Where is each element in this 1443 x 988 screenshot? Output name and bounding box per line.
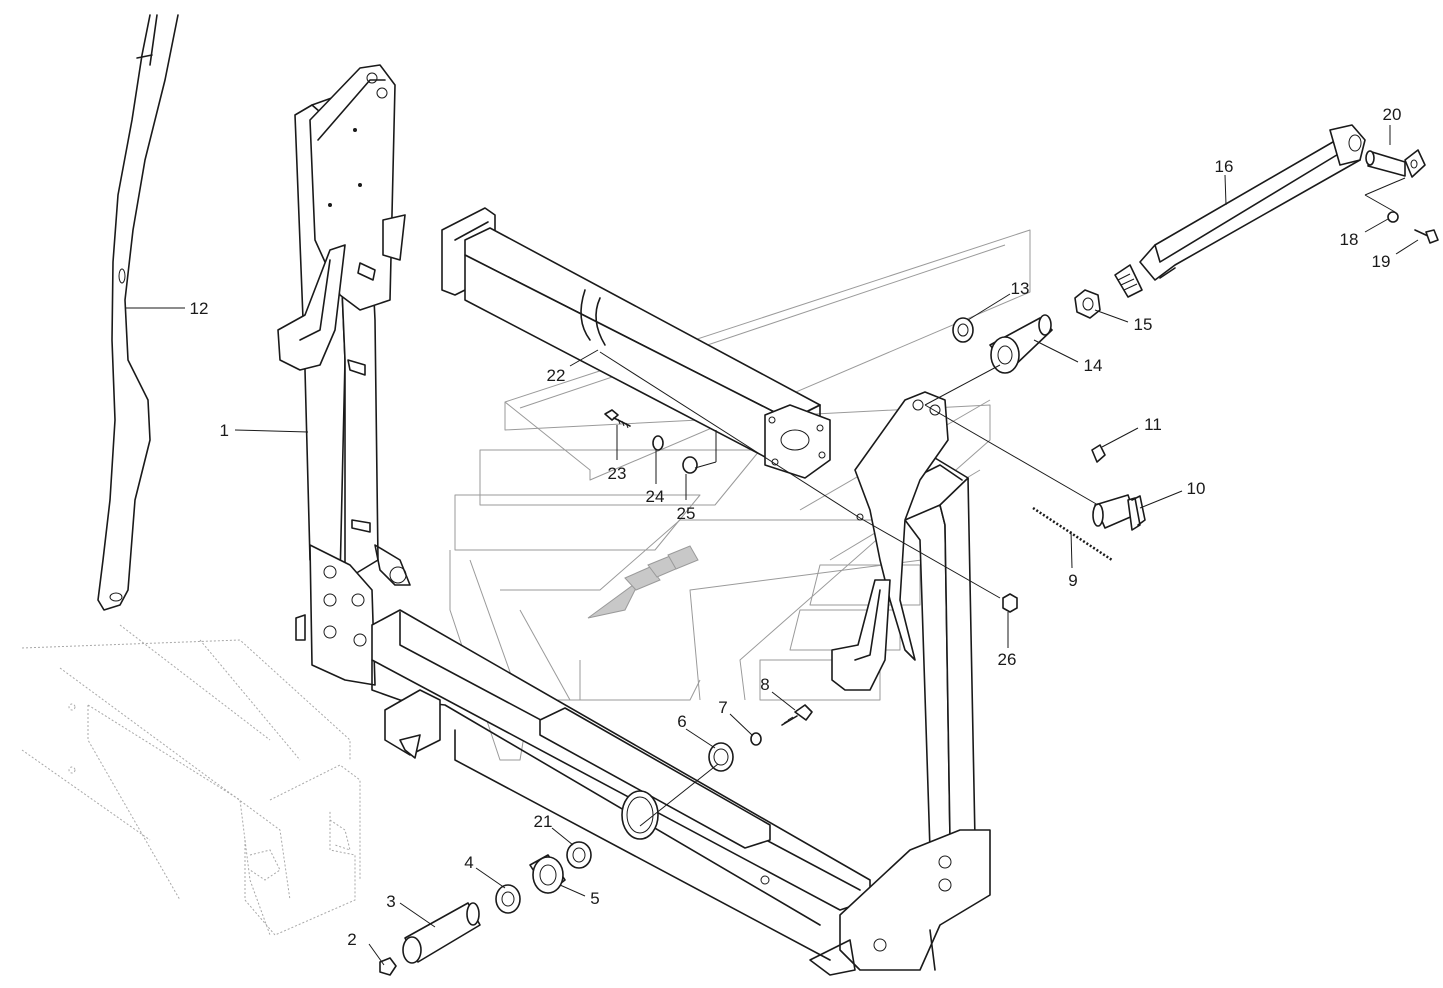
- callout-labels: 1 2 3 4 5 6 7 8 9 10 11 12 13 14 15 16 1…: [190, 105, 1402, 949]
- part-19-bolt: [1414, 229, 1439, 244]
- part-5-bearing: [529, 854, 566, 894]
- part-10-pin: [1092, 494, 1146, 531]
- part-16-top-link: [1114, 124, 1366, 298]
- part-26-nut: [1002, 593, 1018, 613]
- callout-3: 3: [386, 892, 395, 911]
- callout-19: 19: [1372, 252, 1391, 271]
- callout-8: 8: [760, 675, 769, 694]
- part-4-bushing: [495, 884, 521, 914]
- rod-part-12: [97, 14, 179, 611]
- callout-16: 16: [1215, 157, 1234, 176]
- part-24-washer: [652, 435, 664, 451]
- part-11-clip: [1091, 444, 1106, 463]
- callout-1: 1: [220, 421, 229, 440]
- callout-20: 20: [1383, 105, 1402, 124]
- callout-21: 21: [534, 812, 553, 831]
- callout-5: 5: [590, 889, 599, 908]
- upper-cross-tube-22: [441, 207, 831, 479]
- part-20-pin: [1365, 149, 1426, 178]
- part-6-bearing: [708, 742, 734, 772]
- callout-26: 26: [998, 650, 1017, 669]
- part-21-bushing: [566, 841, 592, 869]
- part-7-washer: [750, 732, 762, 746]
- tractor-frame-outline: [21, 624, 361, 936]
- callout-2: 2: [347, 930, 356, 949]
- callout-12: 12: [190, 299, 209, 318]
- leader-lines: [126, 125, 1419, 966]
- callout-4: 4: [464, 853, 473, 872]
- part-18-washer: [1387, 211, 1399, 223]
- part-13-washer: [952, 317, 974, 343]
- callout-23: 23: [608, 464, 627, 483]
- callout-24: 24: [646, 487, 665, 506]
- part-23-bolt: [604, 409, 631, 429]
- part-25-spacer: [682, 456, 698, 474]
- callout-14: 14: [1084, 356, 1103, 375]
- callout-25: 25: [677, 504, 696, 523]
- callout-10: 10: [1187, 479, 1206, 498]
- callout-11: 11: [1144, 415, 1162, 434]
- part-14-rod-end: [989, 314, 1053, 374]
- callout-18: 18: [1340, 230, 1359, 249]
- part-8-bolt: [781, 704, 813, 726]
- frame-left-upright: [277, 64, 411, 686]
- part-15-nut: [1074, 289, 1101, 319]
- lower-cross-beam: [371, 609, 871, 961]
- callout-7: 7: [718, 698, 727, 717]
- callout-15: 15: [1134, 315, 1153, 334]
- callout-13: 13: [1011, 279, 1030, 298]
- part-2-nut: [379, 957, 397, 976]
- callout-22: 22: [547, 366, 566, 385]
- part-3-pin: [402, 902, 481, 964]
- frame-right-upright: [809, 391, 991, 976]
- callout-9: 9: [1068, 571, 1077, 590]
- callout-6: 6: [677, 712, 686, 731]
